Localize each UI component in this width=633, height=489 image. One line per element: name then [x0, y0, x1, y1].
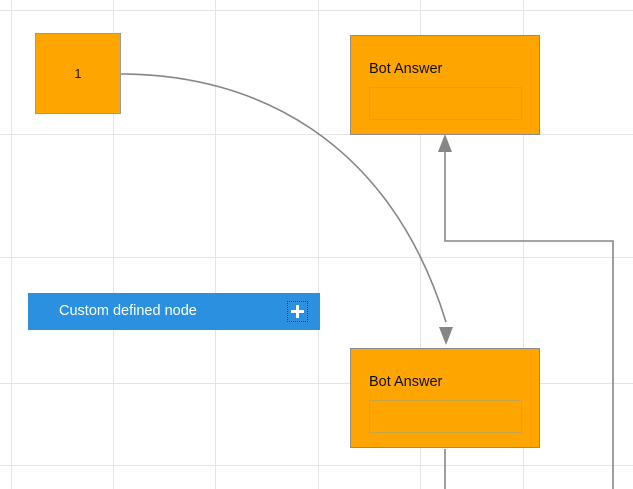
edge-curve-path — [120, 73, 447, 323]
bot-answer-message-slot[interactable] — [369, 400, 522, 433]
arrowhead-down-icon — [439, 327, 453, 345]
custom-defined-node-label: Custom defined node — [59, 303, 197, 320]
custom-defined-node-chip[interactable]: Custom defined node — [28, 293, 320, 330]
start-node-label: 1 — [74, 66, 82, 81]
plus-icon — [291, 305, 304, 318]
bot-answer-title: Bot Answer — [369, 61, 443, 77]
bot-answer-title: Bot Answer — [369, 374, 443, 390]
bot-answer-node-top[interactable]: Bot Answer — [350, 35, 540, 135]
bot-answer-node-bottom[interactable]: Bot Answer — [350, 348, 540, 448]
bot-answer-message-slot[interactable] — [369, 87, 522, 120]
arrowhead-up-icon — [438, 134, 452, 152]
edge-orthogonal-path — [444, 152, 614, 489]
add-node-button[interactable] — [287, 301, 308, 322]
edge-start-to-bot-answer-bottom[interactable] — [120, 73, 453, 345]
start-node[interactable]: 1 — [35, 33, 121, 114]
edge-loopback-to-bot-answer-top[interactable] — [438, 134, 614, 489]
